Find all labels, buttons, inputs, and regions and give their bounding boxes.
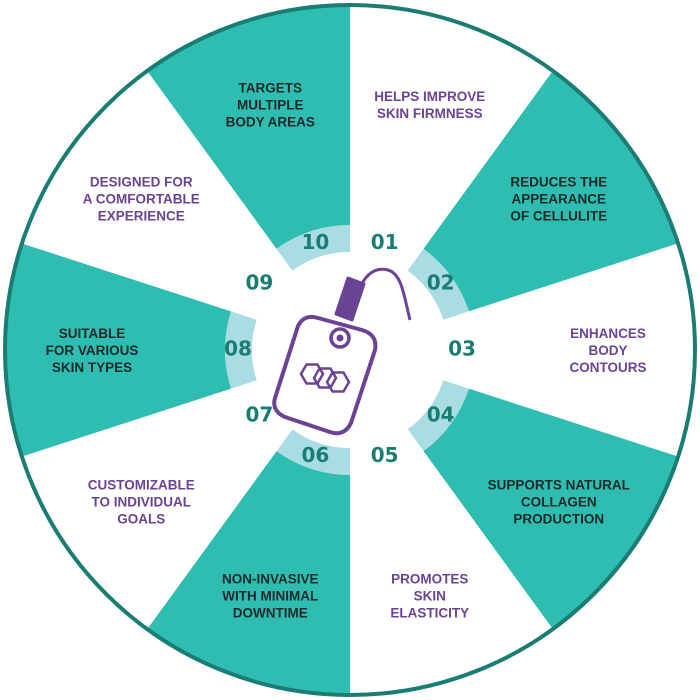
segment-06	[147, 429, 350, 694]
segment-04-outer	[423, 388, 678, 629]
segment-number: 09	[245, 271, 273, 295]
segment-09-band	[231, 248, 293, 320]
segment-09	[22, 71, 293, 320]
segment-05	[350, 429, 553, 694]
segment-label: REDUCES THE APPEARANCE OF CELLULITE	[510, 174, 607, 223]
segment-10-outer	[147, 6, 350, 249]
body-contouring-device-icon	[272, 267, 412, 436]
segment-number: 04	[427, 402, 455, 426]
segment-number: 03	[448, 337, 476, 361]
segment-09-outer	[22, 71, 277, 312]
device-button-dot	[336, 334, 344, 342]
segment-label-line: OF CELLULITE	[510, 208, 607, 223]
segment-01	[350, 6, 553, 271]
segment-03	[443, 243, 694, 457]
segment-number: 06	[301, 443, 329, 467]
segment-label-line: APPEARANCE	[511, 191, 606, 206]
segment-label-line: EXPERIENCE	[98, 208, 185, 223]
segment-01-outer	[350, 6, 553, 249]
segment-number: 08	[224, 337, 252, 361]
segment-02	[407, 71, 678, 320]
segment-02-band	[407, 248, 469, 320]
segment-label: SUPPORTS NATURAL COLLAGEN PRODUCTION	[488, 478, 630, 527]
segment-number: 01	[371, 230, 399, 254]
segment-label-line: SKIN	[414, 588, 446, 603]
segment-label: SUITABLE FOR VARIOUS SKIN TYPES	[46, 326, 139, 375]
outer-border	[3, 3, 697, 697]
segment-05-outer	[350, 451, 553, 694]
segment-label-line: BODY AREAS	[226, 115, 315, 130]
segment-label-line: CONTOURS	[569, 360, 646, 375]
segment-03-outer	[468, 243, 694, 457]
segment-labels: 01 HELPS IMPROVE SKIN FIRMNESS 02 REDUCES TH…	[46, 81, 647, 621]
segment-label-line: PRODUCTION	[513, 512, 604, 527]
segment-label-line: GOALS	[117, 512, 165, 527]
segment-07-band	[231, 380, 293, 452]
segment-10-band	[276, 225, 350, 271]
segment-label-line: SUITABLE	[59, 326, 126, 341]
segment-label: NON-INVASIVE WITH MINIMAL DOWNTIME	[222, 571, 319, 620]
segment-label-line: BODY	[588, 343, 627, 358]
segment-label-line: TARGETS	[239, 81, 303, 96]
segment-label-line: COLLAGEN	[521, 495, 597, 510]
segment-03-band	[443, 311, 475, 389]
segment-label-line: HELPS IMPROVE	[374, 89, 485, 104]
hexagon-3	[325, 371, 351, 393]
segment-label: PROMOTES SKIN ELASTICITY	[390, 571, 469, 620]
segment-04	[407, 380, 678, 629]
segment-number: 07	[245, 402, 273, 426]
device-handle	[334, 276, 366, 322]
segment-08	[5, 243, 257, 457]
segment-label-line: SKIN FIRMNESS	[377, 106, 483, 121]
segment-label-line: DESIGNED FOR	[90, 174, 193, 189]
segment-10	[147, 6, 350, 271]
segment-label-line: MULTIPLE	[237, 98, 304, 113]
segment-label-line: REDUCES THE	[510, 174, 607, 189]
segment-06-band	[276, 429, 350, 475]
segment-08-outer	[5, 243, 232, 457]
segment-label: TARGETS MULTIPLE BODY AREAS	[226, 81, 315, 130]
segment-number: 02	[427, 271, 455, 295]
segment-label-line: TO INDIVIDUAL	[92, 495, 192, 510]
segment-08-band	[225, 311, 257, 389]
segment-05-band	[350, 429, 424, 475]
segment-label-line: ENHANCES	[570, 326, 646, 341]
device-button-ring	[329, 327, 351, 349]
segment-label-line: SUPPORTS NATURAL	[488, 478, 630, 493]
segment-number: 05	[371, 443, 399, 467]
segment-label-line: NON-INVASIVE	[222, 571, 319, 586]
segment-number: 10	[301, 230, 329, 254]
segment-04-band	[407, 380, 469, 452]
segment-label-line: CUSTOMIZABLE	[88, 478, 195, 493]
segment-label-line: A COMFORTABLE	[83, 191, 200, 206]
segment-label: DESIGNED FOR A COMFORTABLE EXPERIENCE	[83, 174, 200, 223]
segment-label-line: ELASTICITY	[390, 605, 469, 620]
device-body	[272, 314, 378, 436]
segment-06-outer	[147, 451, 350, 694]
segment-label-line: FOR VARIOUS	[46, 343, 139, 358]
wheel-segments	[5, 6, 694, 694]
segment-label-line: PROMOTES	[391, 571, 468, 586]
segment-label-line: SKIN TYPES	[52, 360, 132, 375]
segment-label-line: DOWNTIME	[233, 605, 308, 620]
hexagon-pattern-icon	[299, 363, 351, 393]
segment-01-band	[350, 225, 424, 271]
segment-label: HELPS IMPROVE SKIN FIRMNESS	[374, 89, 485, 121]
segment-label-line: WITH MINIMAL	[222, 588, 318, 603]
segment-02-outer	[423, 71, 678, 312]
segment-label: ENHANCES BODY CONTOURS	[569, 326, 646, 375]
segment-label: CUSTOMIZABLE TO INDIVIDUAL GOALS	[88, 478, 195, 527]
segment-07	[22, 380, 293, 629]
segment-07-outer	[22, 388, 277, 629]
